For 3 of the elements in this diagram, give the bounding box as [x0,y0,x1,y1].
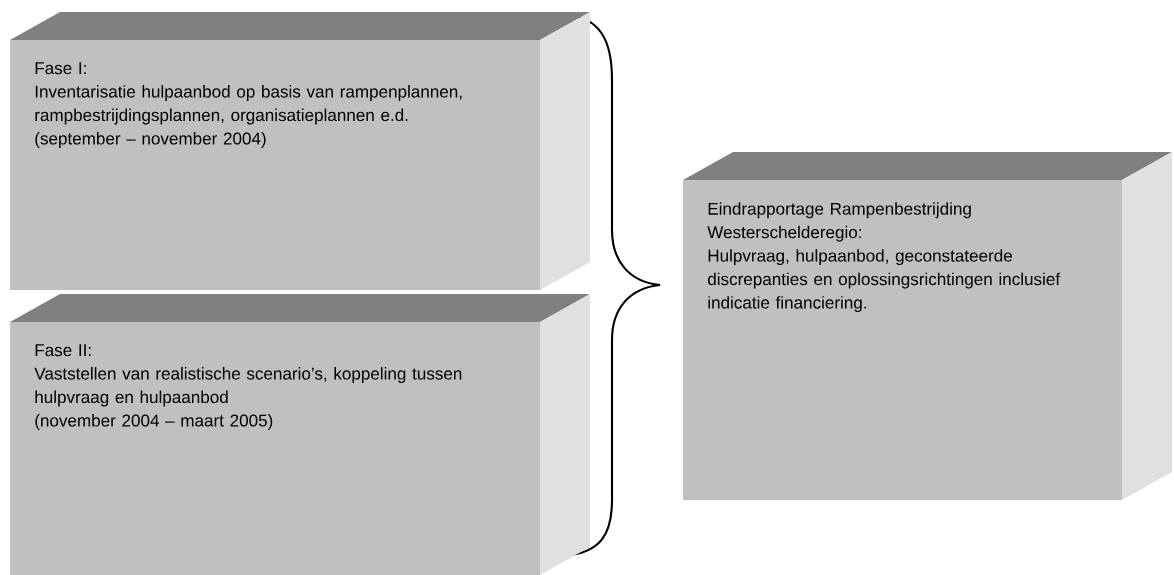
block-3d: Eindrapportage Rampenbestrijding Westerschelderegio: Hulpvraag, hulpaanbod, geconstateerde discrepanties en oplossingsrichtingen inclusief indicatie financiering. [683,152,1172,500]
block-3d: Fase II: Vaststellen van realistische scenario’s, koppeling tussen hulpvraag en hulpaanbod (november 2004 – maart 2005) [10,294,590,575]
block-3d: Fase I: Inventarisatie hulpaanbod op basis van rampenplannen, rampbestrijdingsplannen, organisatieplannen e.d. (september – november 2004) [10,12,590,290]
